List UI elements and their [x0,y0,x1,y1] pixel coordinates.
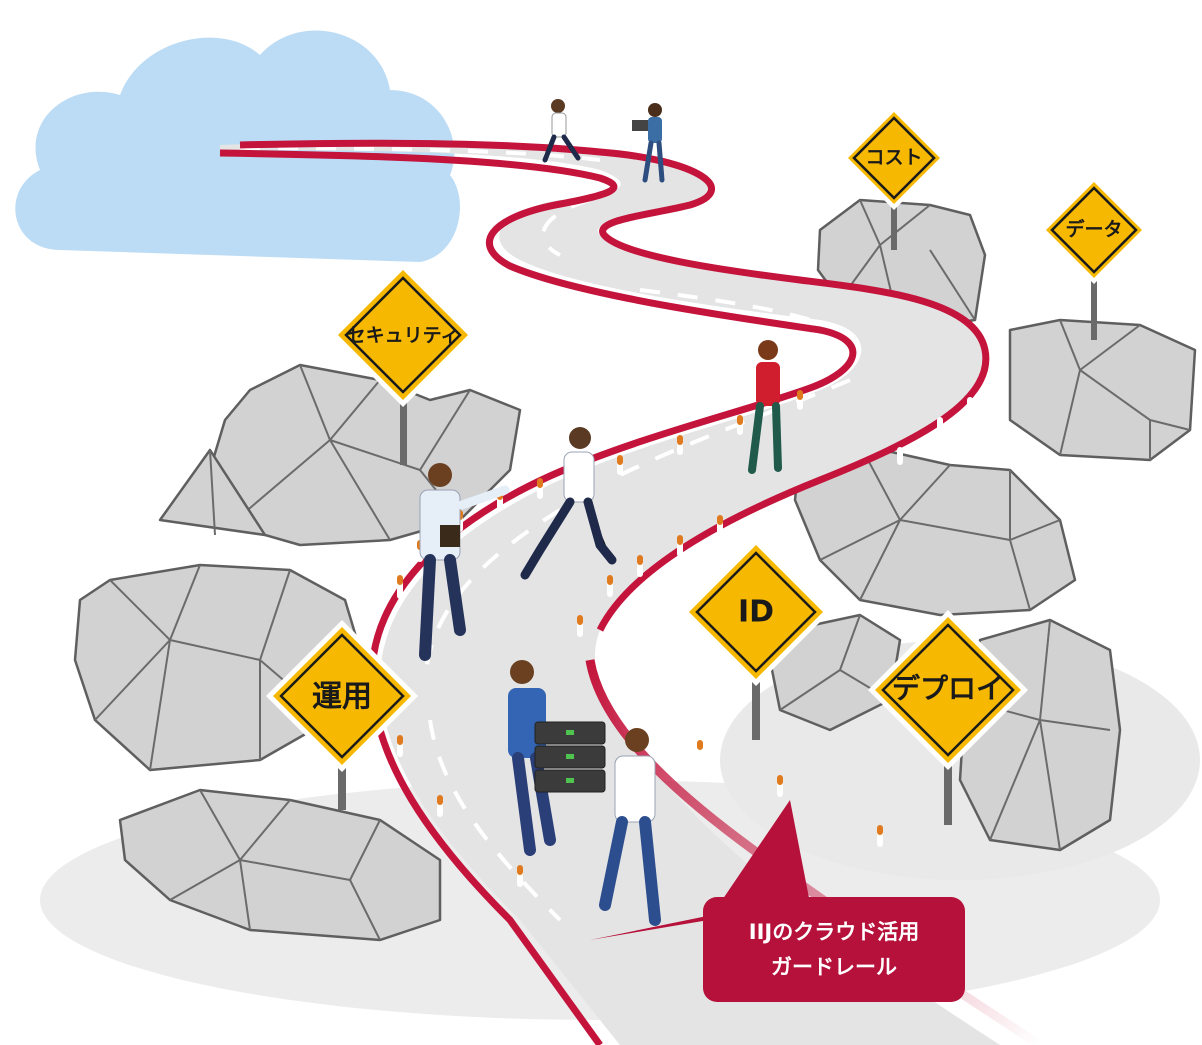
rock-right-center [793,443,1077,617]
sign-operations-label: 運用 [312,680,372,715]
callout-line-2: ガードレール [771,955,897,979]
sign-cost: コスト [842,106,946,250]
person-laptop [632,103,665,183]
rock-left-pyramid [158,448,267,537]
sign-data: データ [1040,176,1148,340]
sign-operations: 運用 [266,620,418,810]
sign-security: セキュリティ [331,263,475,465]
person-manager [419,463,510,661]
person-running-far [542,99,581,163]
person-carrying-right [599,728,661,926]
callout: IIJのクラウド活用 ガードレール [590,800,965,1002]
sign-id: ID [682,538,830,740]
sign-data-label: データ [1065,218,1122,241]
sign-id-label: ID [738,595,774,630]
rock-right-mid [1008,318,1197,462]
sign-deploy-label: デプロイ [892,672,1004,705]
person-woman-red [748,340,782,474]
person-running-man [520,427,617,580]
sign-cost-label: コスト [865,147,922,169]
sign-deploy: デプロイ [868,610,1028,825]
rock-left-bottom [118,788,442,942]
sign-security-label: セキュリティ [347,325,460,347]
server-rack-icon [534,721,606,793]
callout-line-1: IIJのクラウド活用 [749,920,919,944]
